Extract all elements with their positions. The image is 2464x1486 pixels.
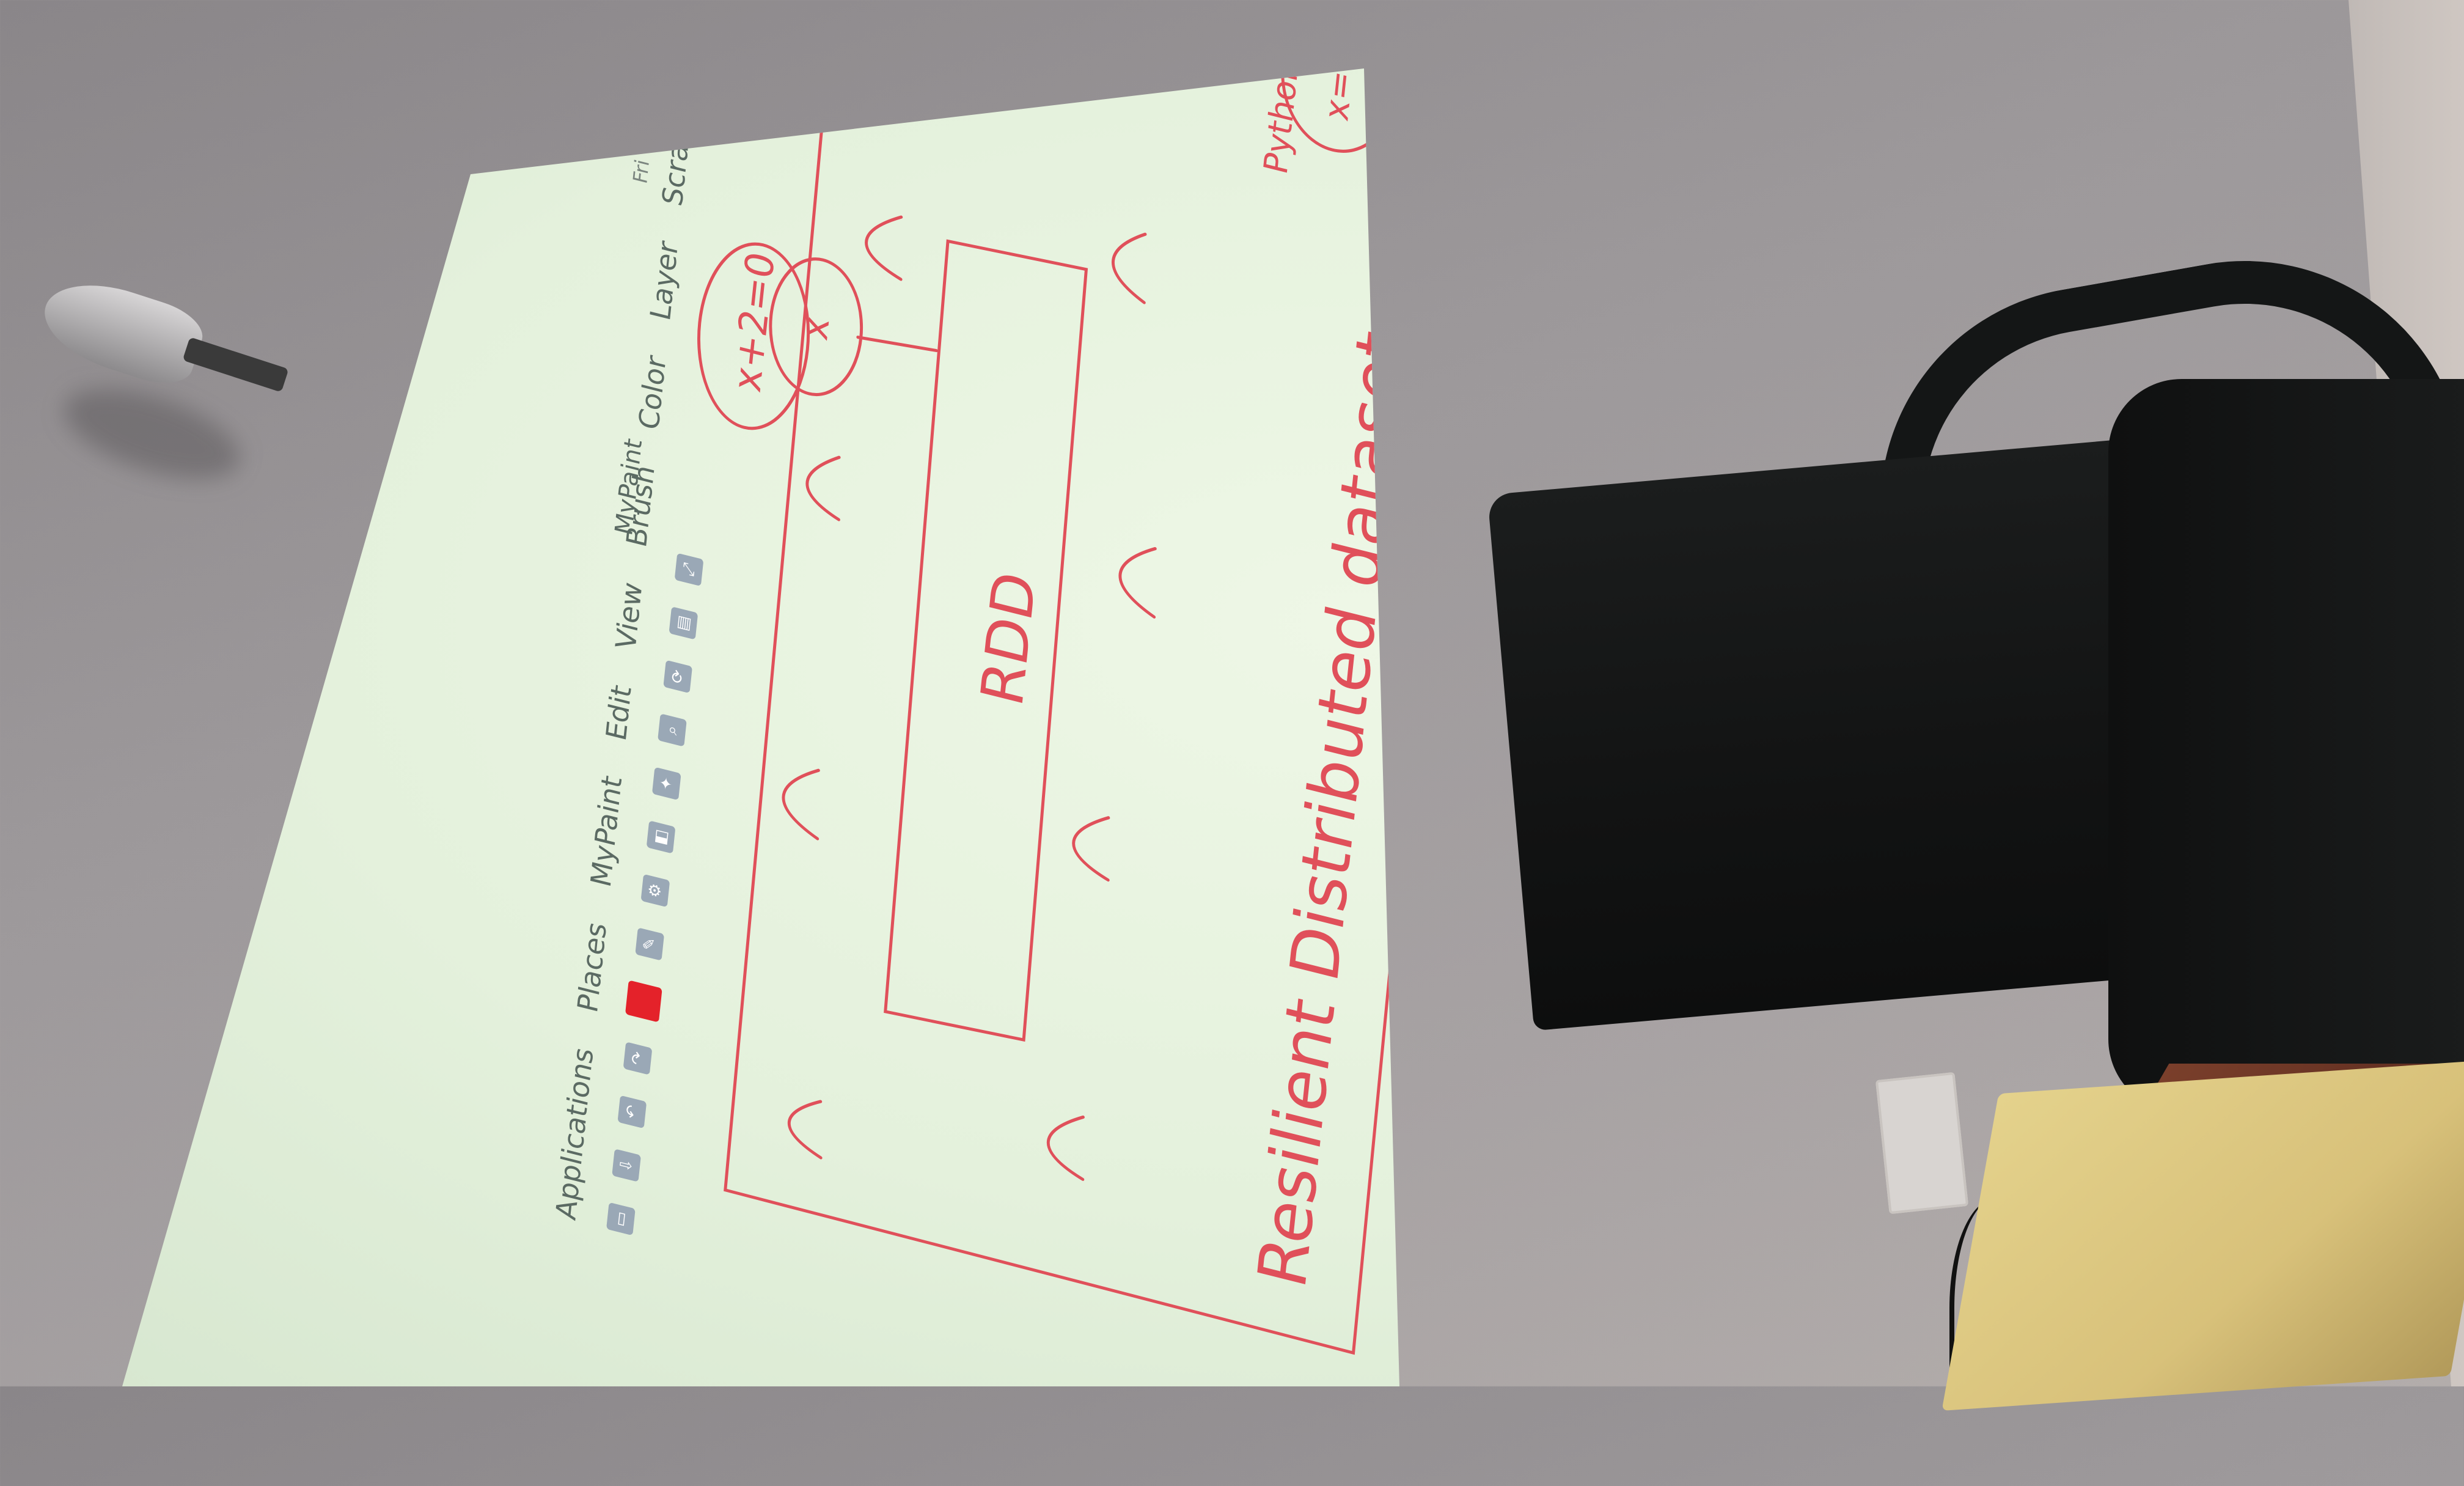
partition-3 bbox=[805, 455, 841, 521]
terminal-icon bbox=[1443, 1442, 1469, 1473]
taskbar-item-mypaint[interactable]: MyPaint bbox=[1472, 1040, 1513, 1187]
room-scene: Applications Places MyPaint Edit View Br… bbox=[24, 0, 2464, 1411]
drawing-canvas[interactable]: Resilient Distributed dataset RDD x+2=0 … bbox=[517, 0, 1575, 1468]
menu-help[interactable]: Help bbox=[676, 0, 716, 14]
chair-back bbox=[1487, 436, 2204, 1031]
partition-7 bbox=[1118, 546, 1157, 619]
wall-outlet bbox=[1875, 1072, 1969, 1215]
title-handwriting: Resilient Distributed dataset bbox=[1244, 323, 1420, 1295]
cardboard-box bbox=[1942, 1059, 2464, 1411]
partition-8 bbox=[1112, 232, 1147, 304]
sensor-shadow bbox=[53, 370, 251, 498]
left-circle-label: x+2=0 bbox=[725, 248, 784, 397]
workspace-pager[interactable]: 1 / 4 bbox=[1591, 0, 1618, 25]
right-circle-label: x=100 bbox=[1317, 1, 1368, 125]
motion-sensor bbox=[24, 257, 306, 498]
small-circle-label: x bbox=[794, 312, 838, 344]
sensor-head bbox=[33, 268, 210, 394]
partition-2 bbox=[782, 768, 820, 840]
outer-frame bbox=[724, 68, 1399, 1355]
firefox-icon bbox=[1491, 983, 1517, 1013]
mypaint-icon bbox=[1474, 1148, 1500, 1179]
taskbar-item-mypaint-label: MyPaint bbox=[1476, 1048, 1512, 1146]
partition-1 bbox=[787, 1100, 823, 1160]
chair-seat bbox=[2108, 379, 2464, 1113]
left-circle bbox=[697, 242, 810, 430]
mypaint-window: Applications Places MyPaint Edit View Br… bbox=[517, 0, 1618, 1481]
partition-6 bbox=[1072, 816, 1110, 882]
arrow-line bbox=[856, 336, 938, 353]
rdd-label: RDD bbox=[968, 565, 1049, 712]
rdd-box bbox=[884, 239, 1088, 1042]
partition-4 bbox=[865, 215, 903, 281]
taskbar-item-terminal[interactable]: root@station101:~ bbox=[1441, 1205, 1496, 1481]
python-label: Python bbox=[1256, 54, 1306, 177]
cable bbox=[1949, 1198, 2028, 1381]
sensor-mount bbox=[182, 337, 289, 392]
partition-5 bbox=[1047, 1115, 1085, 1181]
taskbar-item-terminal-label: root@station101:~ bbox=[1445, 1213, 1495, 1440]
